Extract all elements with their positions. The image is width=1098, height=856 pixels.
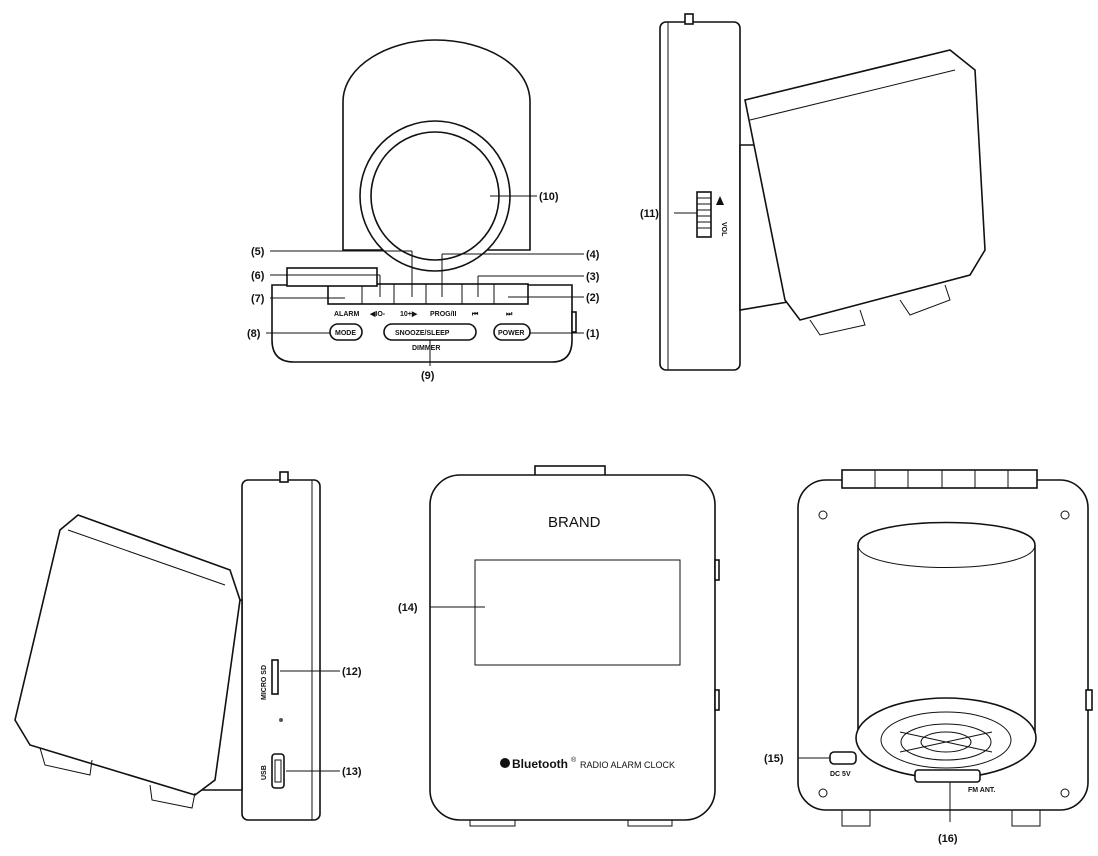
callout-15: (15): [764, 753, 784, 765]
callout-10: (10): [539, 191, 559, 203]
callout-7: (7): [251, 293, 265, 305]
callout-14: (14): [398, 602, 418, 614]
bluetooth-reg: ®: [571, 756, 577, 764]
right-side-view: VOL (11): [640, 13, 986, 371]
vol-label: VOL: [720, 222, 727, 237]
callout-12: (12): [342, 666, 362, 678]
usb-label: USB: [261, 765, 268, 780]
projector-tilted-left: [14, 514, 241, 796]
callout-13: (13): [342, 766, 362, 778]
usb-port[interactable]: [271, 753, 285, 789]
next-label: ⏭: [506, 311, 513, 318]
callout-16: (16): [938, 833, 958, 845]
fm-label: FM ANT.: [968, 787, 995, 794]
snooze-label: SNOOZE/SLEEP: [395, 330, 450, 337]
left-side-view: MICRO SD USB (12) (13): [14, 471, 362, 821]
speaker-grille: [855, 697, 1037, 779]
callout-9: (9): [421, 370, 435, 382]
callout-11: (11): [640, 208, 659, 220]
bluetooth-icon: [500, 758, 510, 768]
ten-plus-label: 10+▶: [400, 311, 418, 318]
micro-sd-slot[interactable]: [271, 659, 279, 695]
callout-1: (1): [586, 328, 600, 340]
power-label: POWER: [498, 330, 524, 337]
prog-label: PROG/II: [430, 311, 457, 318]
bluetooth-brand: Bluetooth: [512, 757, 568, 771]
callout-5: (5): [251, 246, 265, 258]
button-strip: [327, 283, 529, 305]
callout-8: (8): [247, 328, 261, 340]
front-view: BRAND Bluetooth ® RADIO ALARM CLOCK (14): [398, 465, 720, 827]
projector-tilted-right: [744, 49, 986, 321]
projector-lens: [370, 131, 500, 261]
mode-label: MODE: [335, 330, 356, 337]
front-body: [429, 474, 716, 821]
back-view: FM ANT. DC 5V (15) (16): [764, 469, 1093, 845]
volume-wheel[interactable]: [696, 191, 712, 238]
micro-sd-label: MICRO SD: [261, 665, 268, 700]
alarm-label: ALARM: [334, 311, 359, 318]
dc-jack[interactable]: [829, 751, 857, 765]
dc-label: DC 5V: [830, 771, 851, 778]
callout-3: (3): [586, 271, 600, 283]
fm-antenna-slot: [914, 769, 981, 783]
callout-4: (4): [586, 249, 600, 261]
power-button[interactable]: [493, 323, 531, 341]
dimmer-label: DIMMER: [412, 345, 440, 352]
callout-6: (6): [251, 270, 265, 282]
mode-button[interactable]: [329, 323, 363, 341]
side-tab: [286, 267, 378, 287]
display-window: [474, 559, 681, 666]
projector-cylinder-back: [857, 521, 1036, 741]
tune-down-label: ◀IO-: [369, 311, 386, 318]
callout-2: (2): [586, 292, 600, 304]
brand-label: BRAND: [548, 514, 601, 531]
prev-label: ⏮: [472, 311, 479, 318]
top-view: ALARM ◀IO- 10+▶ PROG/II ⏮ ⏭ MODE SNOOZE/…: [247, 39, 600, 382]
product-name: RADIO ALARM CLOCK: [580, 760, 675, 770]
